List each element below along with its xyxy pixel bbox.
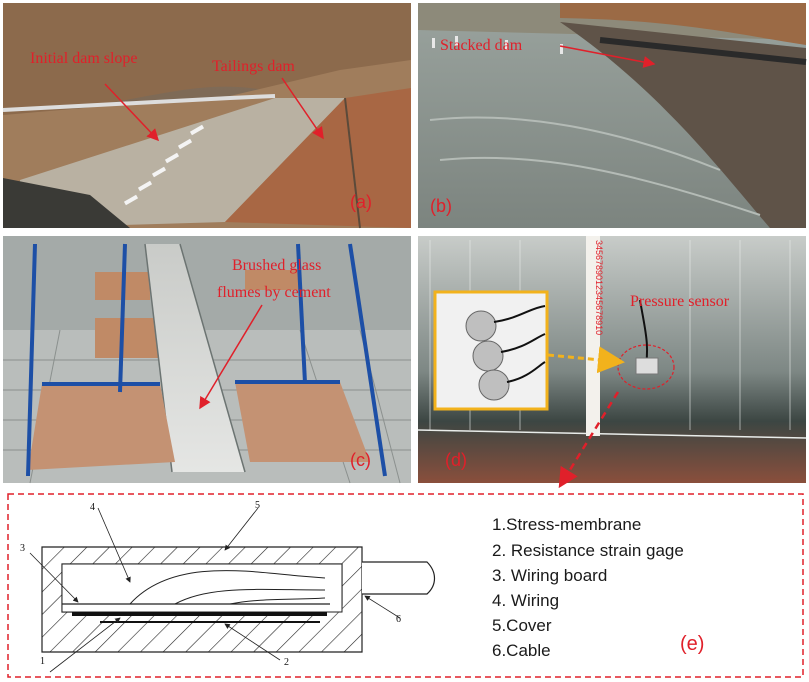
panel-b-annotations: Stacked dam (b) [430, 37, 656, 216]
panel-c-photo [3, 236, 411, 484]
panel-b-photo [418, 3, 807, 228]
panel-e-frame [7, 493, 804, 678]
panel-a-photo [2, 3, 411, 229]
callout-4: 4 [90, 502, 95, 513]
panel-b-letter: (b) [430, 196, 452, 216]
callout-3: 3 [20, 543, 25, 554]
legend-item-3: 3. Wiring board [492, 566, 607, 585]
panel-a-annotations: Initial dam slope Tailings dam (a) [30, 50, 372, 212]
legend-item-2: 2. Resistance strain gage [492, 541, 684, 560]
wiring [129, 570, 326, 605]
legend-item-5: 5.Cover [492, 616, 552, 635]
label-initial-dam-slope: Initial dam slope [30, 50, 138, 67]
legend-item-6: 6.Cable [492, 641, 551, 660]
callout-2: 2 [284, 657, 289, 668]
cable [362, 561, 436, 595]
label-stacked-dam: Stacked dam [440, 37, 523, 54]
arrow-stacked-dam [559, 45, 656, 68]
panel-d-annotations: Pressure sensor (d) [445, 293, 730, 489]
callout-6: 6 [396, 614, 401, 625]
component-legend: 1.Stress-membrane 2. Resistance strain g… [492, 515, 684, 660]
ruler-digits: 3456789012345678910 [594, 240, 604, 335]
panel-c-letter: (c) [350, 450, 371, 470]
panel-d-photo: 3456789012345678910 [417, 236, 807, 483]
label-pressure-sensor: Pressure sensor [630, 293, 730, 310]
sensor-disks [465, 305, 546, 401]
sensor-highlight-circle [617, 344, 675, 390]
panel-e-letter: (e) [680, 633, 704, 655]
label-flumes-by-cement: flumes by cement [217, 284, 331, 301]
label-tailings-dam: Tailings dam [212, 58, 295, 75]
label-brushed-glass: Brushed glass [232, 257, 321, 274]
panel-a-letter: (a) [350, 192, 372, 212]
callout-5: 5 [255, 500, 260, 511]
arrow-initial-dam-slope [104, 83, 160, 142]
arrow-brushed-glass [199, 304, 263, 410]
panel-c-annotations: Brushed glass flumes by cement (c) [199, 257, 371, 470]
legend-item-1: 1.Stress-membrane [492, 515, 641, 534]
inset-pointer-arrow [547, 346, 625, 374]
callout-1: 1 [40, 656, 45, 667]
legend-item-4: 4. Wiring [492, 591, 559, 610]
pointer-to-panel-e [558, 391, 620, 489]
stress-membrane [72, 612, 327, 616]
panel-d-letter: (d) [445, 450, 467, 470]
arrow-tailings-dam [281, 77, 324, 140]
sensor-cross-section-diagram: 4 5 3 1 2 6 [20, 500, 436, 673]
